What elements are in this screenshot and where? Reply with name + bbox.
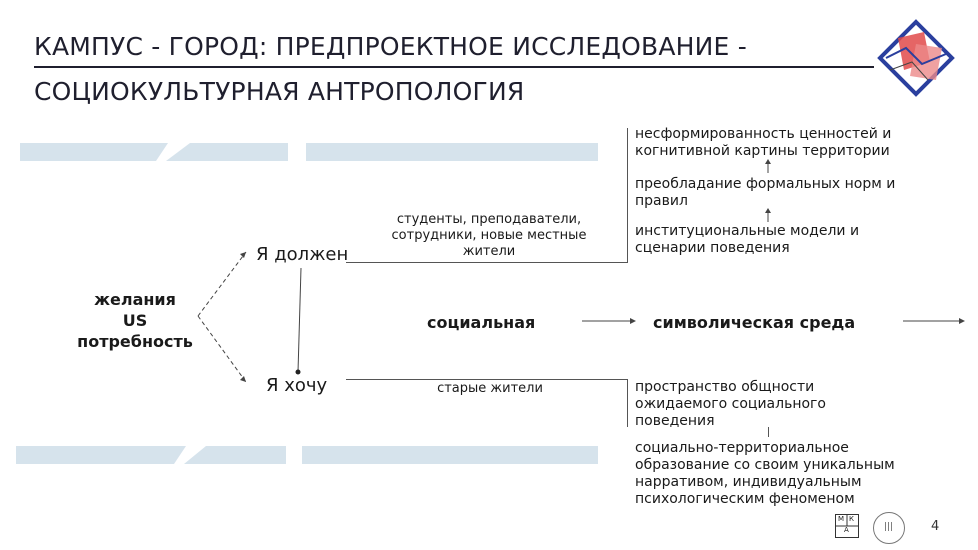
- mka-logo: М К А: [835, 514, 859, 538]
- page-number: 4: [931, 519, 940, 534]
- symbolic-label: символическая среда: [653, 313, 856, 332]
- must-group-label: студенты, преподаватели, сотрудники, нов…: [391, 212, 587, 259]
- want-connector-line: [346, 379, 628, 380]
- top-item-2: преобладание формальных норм и правил: [635, 176, 896, 209]
- node-want: Я хочу: [266, 375, 328, 396]
- node-connector: [295, 267, 302, 375]
- arrow-right-out: [903, 318, 965, 324]
- institute-logo-icon: |||: [873, 512, 905, 544]
- decor-band-bottom: [16, 446, 598, 464]
- slide-title-line1: КАМПУС - ГОРОД: ПРЕДПРОЕКТНОЕ ИССЛЕДОВАН…: [34, 32, 747, 61]
- mka-logo-lines: [836, 515, 858, 527]
- slide-title-line2: СОЦИОКУЛЬТУРНАЯ АНТРОПОЛОГИЯ: [34, 77, 525, 106]
- bottom-item-2: социально-территориальное образование со…: [635, 440, 895, 507]
- top-item-1: несформированность ценностей и когнитивн…: [635, 126, 892, 159]
- arrow-to-symbolic: [582, 318, 636, 324]
- mka-letter-a: А: [844, 526, 849, 534]
- bottom-item-connector: [768, 427, 769, 437]
- top-item-3: институциональные модели и сценарии пове…: [635, 223, 860, 256]
- bottom-item-1: пространство общности ожидаемого социаль…: [635, 379, 826, 429]
- bottom-bracket: [627, 379, 628, 427]
- mka-letter-m: М: [838, 515, 845, 523]
- decor-band-top: [20, 143, 598, 161]
- branch-arrows: [197, 251, 247, 383]
- want-group-label: старые жители: [437, 381, 543, 396]
- needs-word-us: US: [122, 311, 148, 330]
- needs-block: желания US потребность: [60, 289, 210, 352]
- mka-letter-k: К: [849, 515, 854, 523]
- title-divider: [34, 66, 874, 68]
- social-label: социальная: [427, 313, 536, 332]
- needs-word-need: потребность: [77, 332, 193, 351]
- needs-word-desire: желания: [94, 290, 176, 309]
- up-arrow-icon: [765, 208, 771, 222]
- up-arrow-icon: [765, 159, 771, 173]
- top-bracket: [627, 128, 628, 263]
- node-must: Я должен: [256, 244, 349, 265]
- city-emblem-icon: [877, 19, 955, 97]
- must-connector-line: [346, 262, 628, 263]
